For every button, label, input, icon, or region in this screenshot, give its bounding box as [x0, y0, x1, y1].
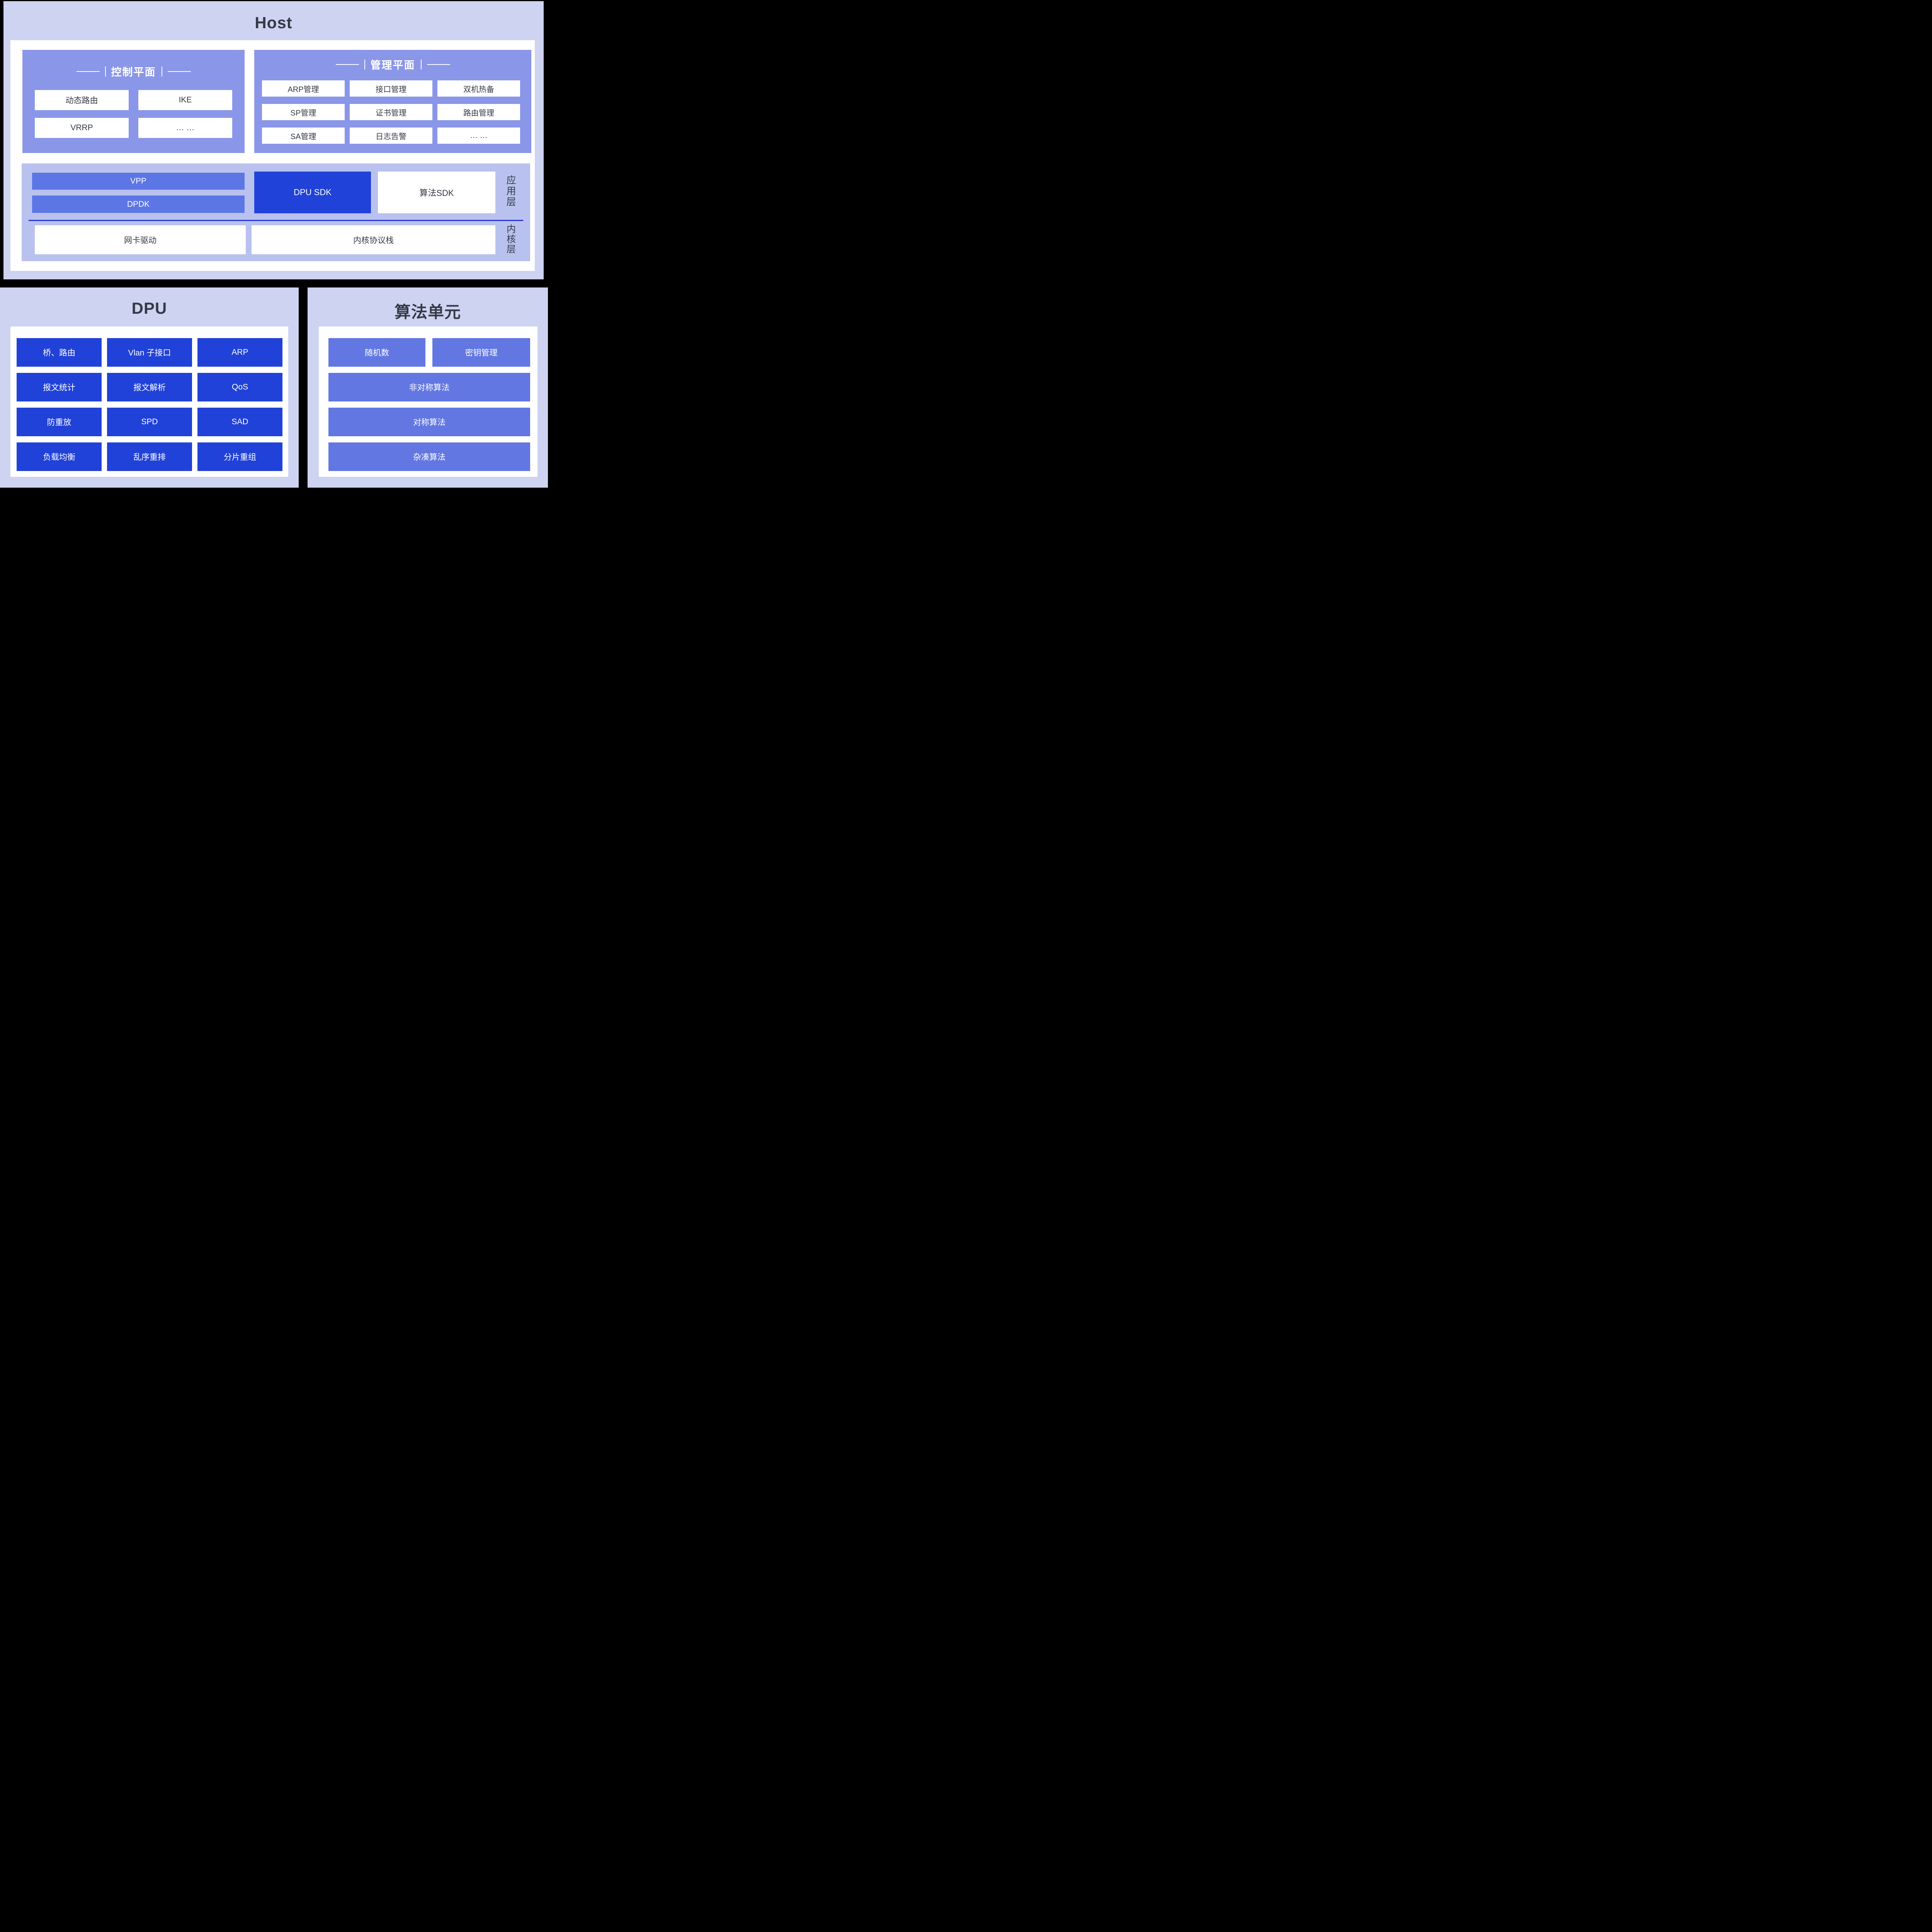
control-plane-panel: 控制平面 动态路由 IKE VRRP … … — [22, 50, 245, 153]
kernel-layer-label: 内核层 — [507, 224, 516, 255]
algorithm-unit-item: 密钥管理 — [432, 338, 530, 367]
dpu-panel: DPU 桥、路由 Vlan 子接口 ARP 报文统计 报文解析 QoS 防重放 … — [0, 287, 299, 488]
management-plane-item: 证书管理 — [350, 104, 432, 120]
management-plane-item: 接口管理 — [350, 80, 432, 97]
management-plane-item: SP管理 — [262, 104, 345, 120]
app-layer-label: 应用层 — [506, 175, 516, 207]
control-plane-item: IKE — [138, 90, 232, 110]
control-plane-item: VRRP — [35, 118, 129, 138]
dpu-item: 报文统计 — [17, 373, 102, 401]
dpu-title: DPU — [131, 299, 167, 317]
control-plane-item: 动态路由 — [35, 90, 129, 110]
algorithm-unit-row: 杂凑算法 — [328, 442, 530, 471]
dpu-item: ARP — [197, 338, 282, 367]
management-plane-item: 双机热备 — [437, 80, 520, 97]
control-plane-item: … … — [138, 118, 232, 138]
management-plane-title-text: 管理平面 — [370, 60, 415, 71]
dpu-item: 报文解析 — [107, 373, 192, 401]
management-plane-panel: 管理平面 ARP管理 接口管理 双机热备 SP管理 证书管理 路由管理 SA管理… — [254, 50, 531, 153]
dpu-sdk-box: DPU SDK — [254, 172, 371, 213]
dpu-item: SAD — [197, 408, 282, 436]
algorithm-unit-white-box: 随机数 密钥管理 非对称算法 对称算法 杂凑算法 — [319, 327, 537, 477]
control-plane-title-text: 控制平面 — [111, 66, 156, 78]
dpdk-bar: DPDK — [32, 196, 245, 213]
dpu-item: 分片重组 — [197, 442, 282, 471]
decor-line-left — [335, 64, 359, 65]
management-plane-item: ARP管理 — [262, 80, 345, 97]
decor-line-right — [427, 64, 450, 65]
dpu-item: 防重放 — [17, 408, 102, 436]
algorithm-unit-panel: 算法单元 随机数 密钥管理 非对称算法 对称算法 杂凑算法 — [308, 287, 548, 488]
management-plane-item: 路由管理 — [437, 104, 520, 120]
host-title: Host — [255, 14, 293, 32]
dpu-item: 负载均衡 — [17, 442, 102, 471]
dpu-item: Vlan 子接口 — [107, 338, 192, 367]
host-white-box: 控制平面 动态路由 IKE VRRP … … 管理平面 ARP管理 — [10, 40, 535, 271]
decor-tick-left — [105, 66, 106, 77]
dpu-item: SPD — [107, 408, 192, 436]
nic-driver-box: 网卡驱动 — [35, 225, 246, 254]
control-plane-title: 控制平面 — [22, 64, 245, 79]
management-plane-item: … … — [437, 128, 520, 144]
decor-tick-left — [364, 59, 365, 70]
algo-sdk-box: 算法SDK — [378, 172, 495, 213]
dpu-item: 桥、路由 — [17, 338, 102, 367]
algorithm-unit-item: 随机数 — [328, 338, 425, 367]
decor-line-left — [76, 71, 100, 72]
kernel-stack-box: 内核协议栈 — [252, 225, 495, 254]
decor-tick-right — [420, 59, 422, 70]
dpu-item: 乱序重排 — [107, 442, 192, 471]
vpp-bar: VPP — [32, 173, 245, 190]
host-panel: Host 控制平面 动态路由 IKE VRRP … … — [3, 1, 544, 279]
management-plane-title: 管理平面 — [254, 57, 531, 72]
layer-divider-line — [29, 220, 523, 221]
dpu-white-box: 桥、路由 Vlan 子接口 ARP 报文统计 报文解析 QoS 防重放 SPD … — [10, 327, 288, 477]
management-plane-item: 日志告警 — [350, 128, 432, 144]
architecture-diagram: Host 控制平面 动态路由 IKE VRRP … … — [0, 0, 548, 488]
algorithm-unit-title: 算法单元 — [394, 303, 461, 321]
algorithm-unit-row: 对称算法 — [328, 408, 530, 436]
layers-panel: VPP DPDK DPU SDK 算法SDK 应用层 网卡驱动 内核协议栈 内核… — [22, 163, 530, 261]
algorithm-unit-row: 非对称算法 — [328, 373, 530, 401]
decor-line-right — [167, 71, 191, 72]
management-plane-item: SA管理 — [262, 128, 345, 144]
dpu-item: QoS — [197, 373, 282, 401]
